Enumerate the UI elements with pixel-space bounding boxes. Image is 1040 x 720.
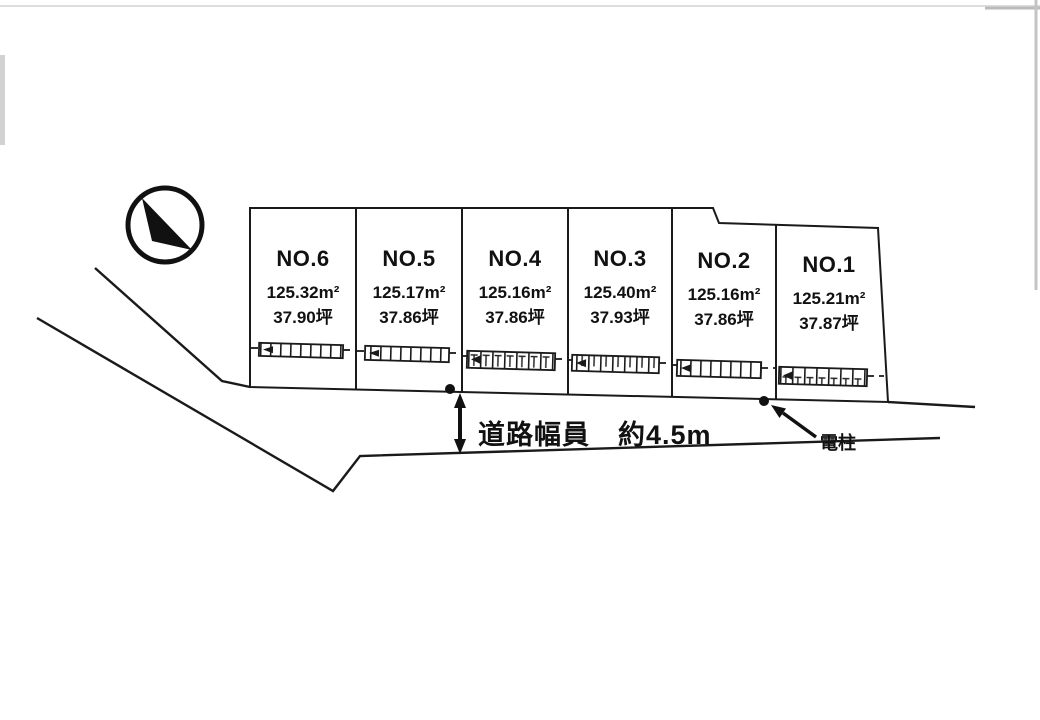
strip-triangle-icon (576, 359, 587, 368)
plot-number-label: NO.4 (488, 246, 542, 271)
plot-region: NO.5 125.17m² 37.86坪 (373, 246, 446, 327)
plot-area-m2: 125.17m² (373, 283, 446, 302)
utility-pole-dot (445, 384, 455, 394)
plot-area-m2: 125.32m² (267, 283, 340, 302)
arrow-pointer-icon (771, 405, 786, 418)
scan-edge-artifacts (0, 0, 1040, 290)
road-edge-right-extension (887, 400, 976, 409)
strip-triangle-icon (783, 371, 794, 381)
plot-area-tsubo: 37.90坪 (273, 308, 333, 327)
north-arrow-icon (125, 185, 205, 265)
plot-area-tsubo: 37.86坪 (485, 308, 545, 327)
strip-triangle-icon (369, 349, 380, 357)
plot-block-outline (249, 207, 890, 404)
plot-region: NO.1 125.21m² 37.87坪 (793, 252, 866, 333)
plot-area-m2: 125.21m² (793, 289, 866, 308)
parking-strip (777, 365, 869, 388)
parking-strip (570, 353, 661, 375)
plot-area-m2: 125.16m² (479, 283, 552, 302)
plot-area-tsubo: 37.86坪 (694, 310, 754, 329)
plot-area-tsubo: 37.87坪 (799, 314, 859, 333)
plot-labels: NO.6 125.32m² 37.90坪 NO.5 125.17m² 37.86… (267, 246, 866, 333)
plot-area-m2: 125.16m² (688, 285, 761, 304)
plot-number-label: NO.3 (593, 246, 646, 271)
plot-number-label: NO.2 (697, 248, 750, 273)
road-width-arrow (454, 393, 466, 454)
parking-strip (257, 341, 345, 360)
strip-triangle-icon (471, 355, 482, 365)
arrow-up-icon (454, 393, 466, 408)
plot-area-tsubo: 37.86坪 (379, 308, 439, 327)
plot-region: NO.2 125.16m² 37.86坪 (688, 248, 761, 329)
plot-number-label: NO.1 (802, 252, 855, 277)
parking-strip (675, 358, 763, 380)
arrow-down-icon (454, 439, 466, 454)
road-width-label: 道路幅員 約4.5m (478, 419, 712, 450)
road-lines (36, 267, 976, 493)
utility-pole-label: 電柱 (820, 432, 856, 453)
plot-dividers (355, 208, 777, 399)
plot-region: NO.4 125.16m² 37.86坪 (479, 246, 552, 327)
strip-triangle-icon (263, 346, 274, 354)
strip-triangle-icon (681, 364, 692, 373)
parking-strips (251, 341, 884, 388)
plot-region: NO.6 125.32m² 37.90坪 (267, 246, 340, 327)
road-edge-lower (36, 316, 941, 493)
plot-area-tsubo: 37.93坪 (590, 308, 650, 327)
parking-strip (465, 349, 557, 372)
plot-area-m2: 125.40m² (584, 283, 657, 302)
utility-pole-annotation: 電柱 (771, 405, 856, 453)
plot-region: NO.3 125.40m² 37.93坪 (584, 246, 657, 327)
utility-pole-dot (759, 396, 769, 406)
road-edge-upper-left (94, 267, 251, 389)
plot-number-label: NO.6 (276, 246, 329, 271)
plot-number-label: NO.5 (382, 246, 435, 271)
parking-strip (363, 344, 451, 364)
